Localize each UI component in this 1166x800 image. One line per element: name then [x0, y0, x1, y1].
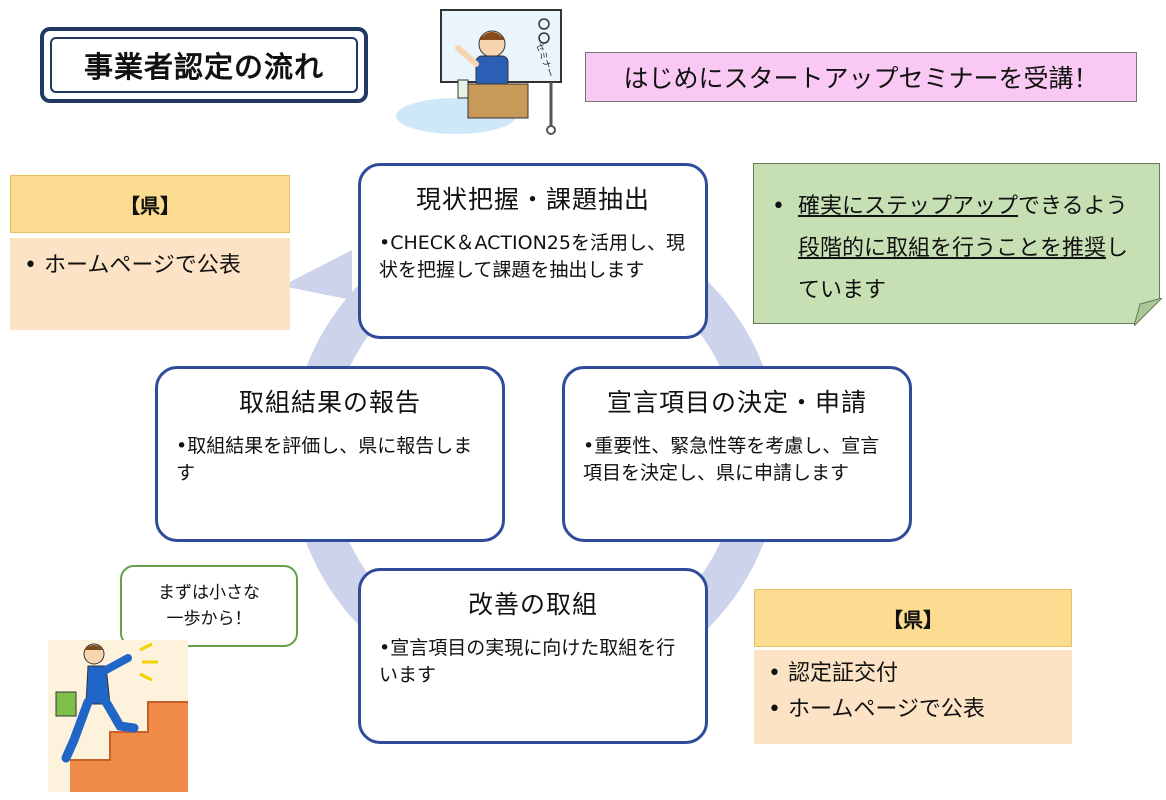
pref-bottom-header: 【県】 [754, 589, 1072, 647]
step-text: •CHECK＆ACTION25を活用し、現状を把握して課題を抽出します [379, 232, 685, 281]
page-title: 事業者認定の流れ [50, 37, 358, 93]
step-title: 改善の取組 [467, 590, 598, 619]
note-bullet: • [772, 194, 785, 219]
speech-bubble: まずは小さな 一歩から！ [120, 565, 298, 647]
stairs-climber-illustration [48, 640, 188, 792]
note-line-2: 段階的に取組を行うことを推奨し [798, 236, 1129, 261]
note-line-1: 確実にステップアップできるよう [798, 194, 1128, 219]
step-text: •取組結果を評価し、県に報告します [176, 435, 473, 484]
note-fold [1134, 298, 1162, 326]
pref-bottom-item: • ホームページで公表 [768, 697, 985, 722]
recommendation-note: • 確実にステップアップできるよう 段階的に取組を行うことを推奨し ています [753, 163, 1160, 324]
step-title: 取組結果の報告 [238, 388, 421, 417]
bubble-line: まずは小さな [158, 583, 260, 603]
pref-bottom-body: • 認定証交付 • ホームページで公表 [754, 650, 1072, 744]
step-card-improvement: 改善の取組 •宣言項目の実現に向けた取組を行います [358, 568, 708, 744]
note-line-3: ています [798, 278, 887, 303]
step-title: 現状把握・課題抽出 [415, 185, 650, 214]
bubble-line: 一歩から！ [166, 609, 252, 629]
step-card-declaration: 宣言項目の決定・申請 •重要性、緊急性等を考慮し、宣言項目を決定し、県に申請しま… [562, 366, 912, 542]
step-title: 宣言項目の決定・申請 [606, 388, 867, 417]
pref-top-body: • ホームページで公表 [10, 238, 290, 330]
step-text: •重要性、緊急性等を考慮し、宣言項目を決定し、県に申請します [583, 435, 880, 484]
pref-top-header: 【県】 [10, 175, 290, 233]
pref-top-item: • ホームページで公表 [24, 253, 241, 278]
cycle-arrowhead [282, 250, 352, 300]
step-card-assessment: 現状把握・課題抽出 •CHECK＆ACTION25を活用し、現状を把握して課題を… [358, 163, 708, 339]
step-card-report: 取組結果の報告 •取組結果を評価し、県に報告します [155, 366, 505, 542]
title-frame: 事業者認定の流れ [40, 27, 368, 103]
step-text: •宣言項目の実現に向けた取組を行います [379, 637, 676, 686]
pref-bottom-item: • 認定証交付 [768, 661, 898, 686]
seminar-banner: はじめにスタートアップセミナーを受講！ [585, 52, 1137, 102]
seminar-illustration: セミナー [396, 9, 562, 135]
